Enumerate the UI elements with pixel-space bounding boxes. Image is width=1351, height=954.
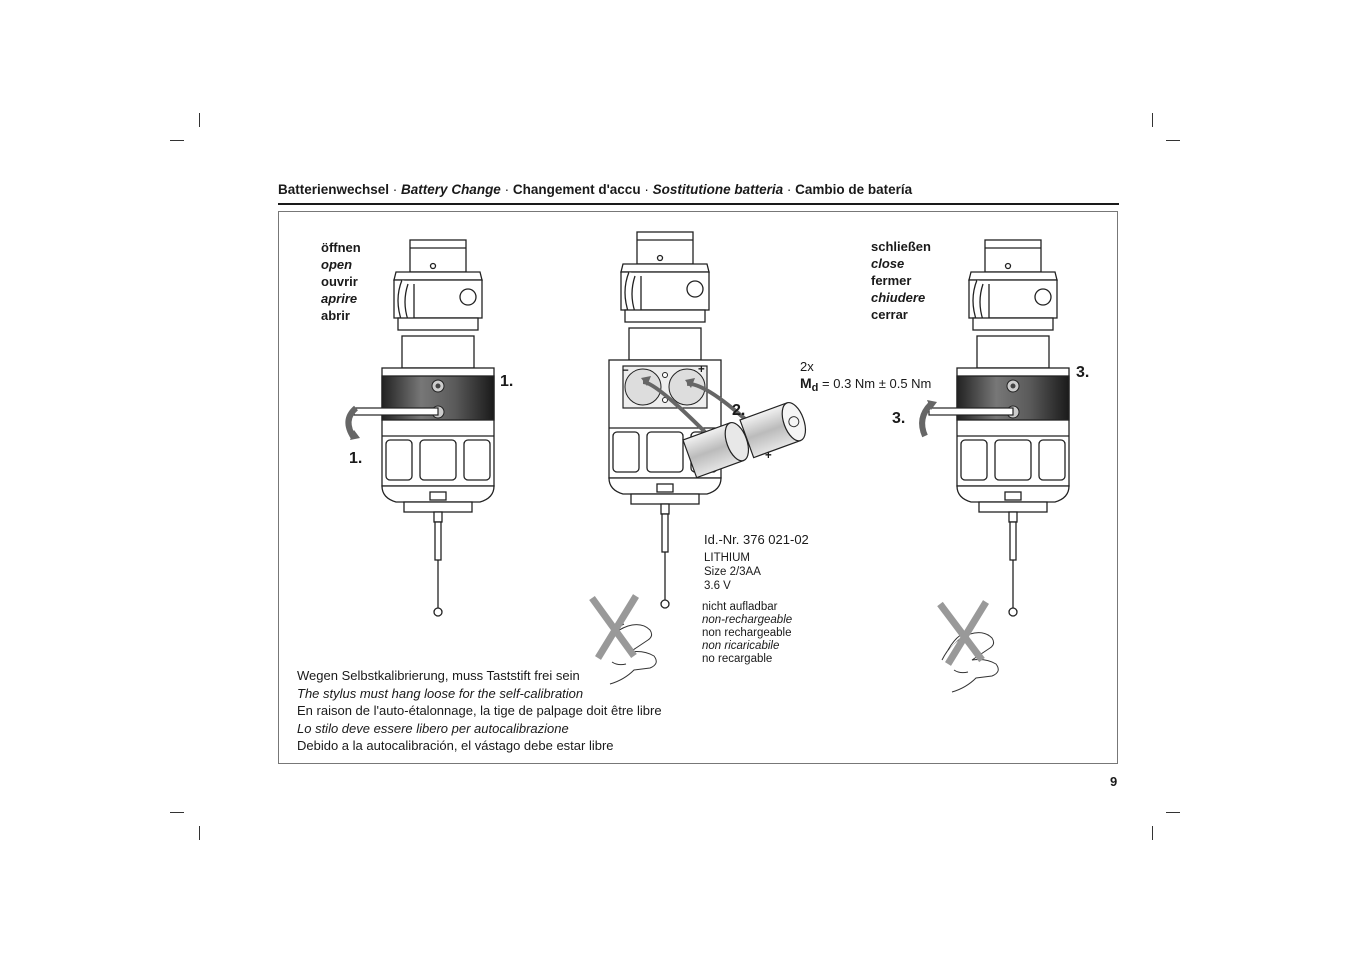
title-de: Batterienwechsel xyxy=(278,182,390,197)
battery-size: Size 2/3AA xyxy=(704,566,761,578)
battery-plus-sign: + xyxy=(765,450,772,462)
step-1-label: 1. xyxy=(349,450,363,467)
crop-mark xyxy=(199,113,200,127)
open-label: öffnen open ouvrir aprire abrir xyxy=(321,240,361,323)
battery-voltage: 3.6 V xyxy=(704,580,731,592)
crop-mark xyxy=(1166,812,1180,813)
illustration-frame xyxy=(278,211,1118,764)
crop-mark xyxy=(1152,113,1153,127)
probe-battery-illustration xyxy=(608,231,757,609)
non-rechargeable-note: nicht aufladbar non-rechargeable non rec… xyxy=(702,601,793,665)
battery-type: LITHIUM xyxy=(704,552,750,564)
crop-mark xyxy=(1152,826,1153,840)
title-fr: Changement d'accu xyxy=(512,182,641,197)
crop-mark xyxy=(199,826,200,840)
probe-open-illustration xyxy=(345,239,495,617)
hex-key-icon xyxy=(353,407,439,416)
finger-touch-forbidden-icon xyxy=(589,594,657,685)
battery-minus-sign: − xyxy=(622,365,629,377)
title-en: Battery Change xyxy=(401,182,501,197)
calibration-note: Wegen Selbstkalibrierung, muss Taststift… xyxy=(297,668,662,753)
torque-spec: Md = 0.3 Nm ± 0.5 Nm xyxy=(800,375,932,394)
hex-key-icon xyxy=(928,407,1014,416)
torque-count: 2x xyxy=(800,359,814,374)
title-es: Cambio de batería xyxy=(795,182,913,197)
step-1-label: 1. xyxy=(500,373,514,390)
title-it: Sostitutione batteria xyxy=(652,182,784,197)
crop-mark xyxy=(170,812,184,813)
step-3-label: 3. xyxy=(1076,364,1090,381)
battery-id: Id.-Nr. 376 021-02 xyxy=(704,532,809,547)
crop-mark xyxy=(1166,140,1180,141)
battery-icon xyxy=(682,401,807,479)
page-title: Batterienwechsel · Battery Change · Chan… xyxy=(278,182,913,197)
page-number: 9 xyxy=(1110,774,1118,789)
crop-mark xyxy=(170,140,184,141)
step-3-label: 3. xyxy=(892,410,906,427)
probe-close-illustration xyxy=(919,239,1070,617)
finger-touch-forbidden-icon xyxy=(937,600,999,693)
step-2-label: 2. xyxy=(732,402,746,419)
battery-plus-sign: + xyxy=(698,364,705,376)
header-divider xyxy=(278,203,1119,205)
close-label: schließen close fermer chiudere cerrar xyxy=(871,239,931,322)
